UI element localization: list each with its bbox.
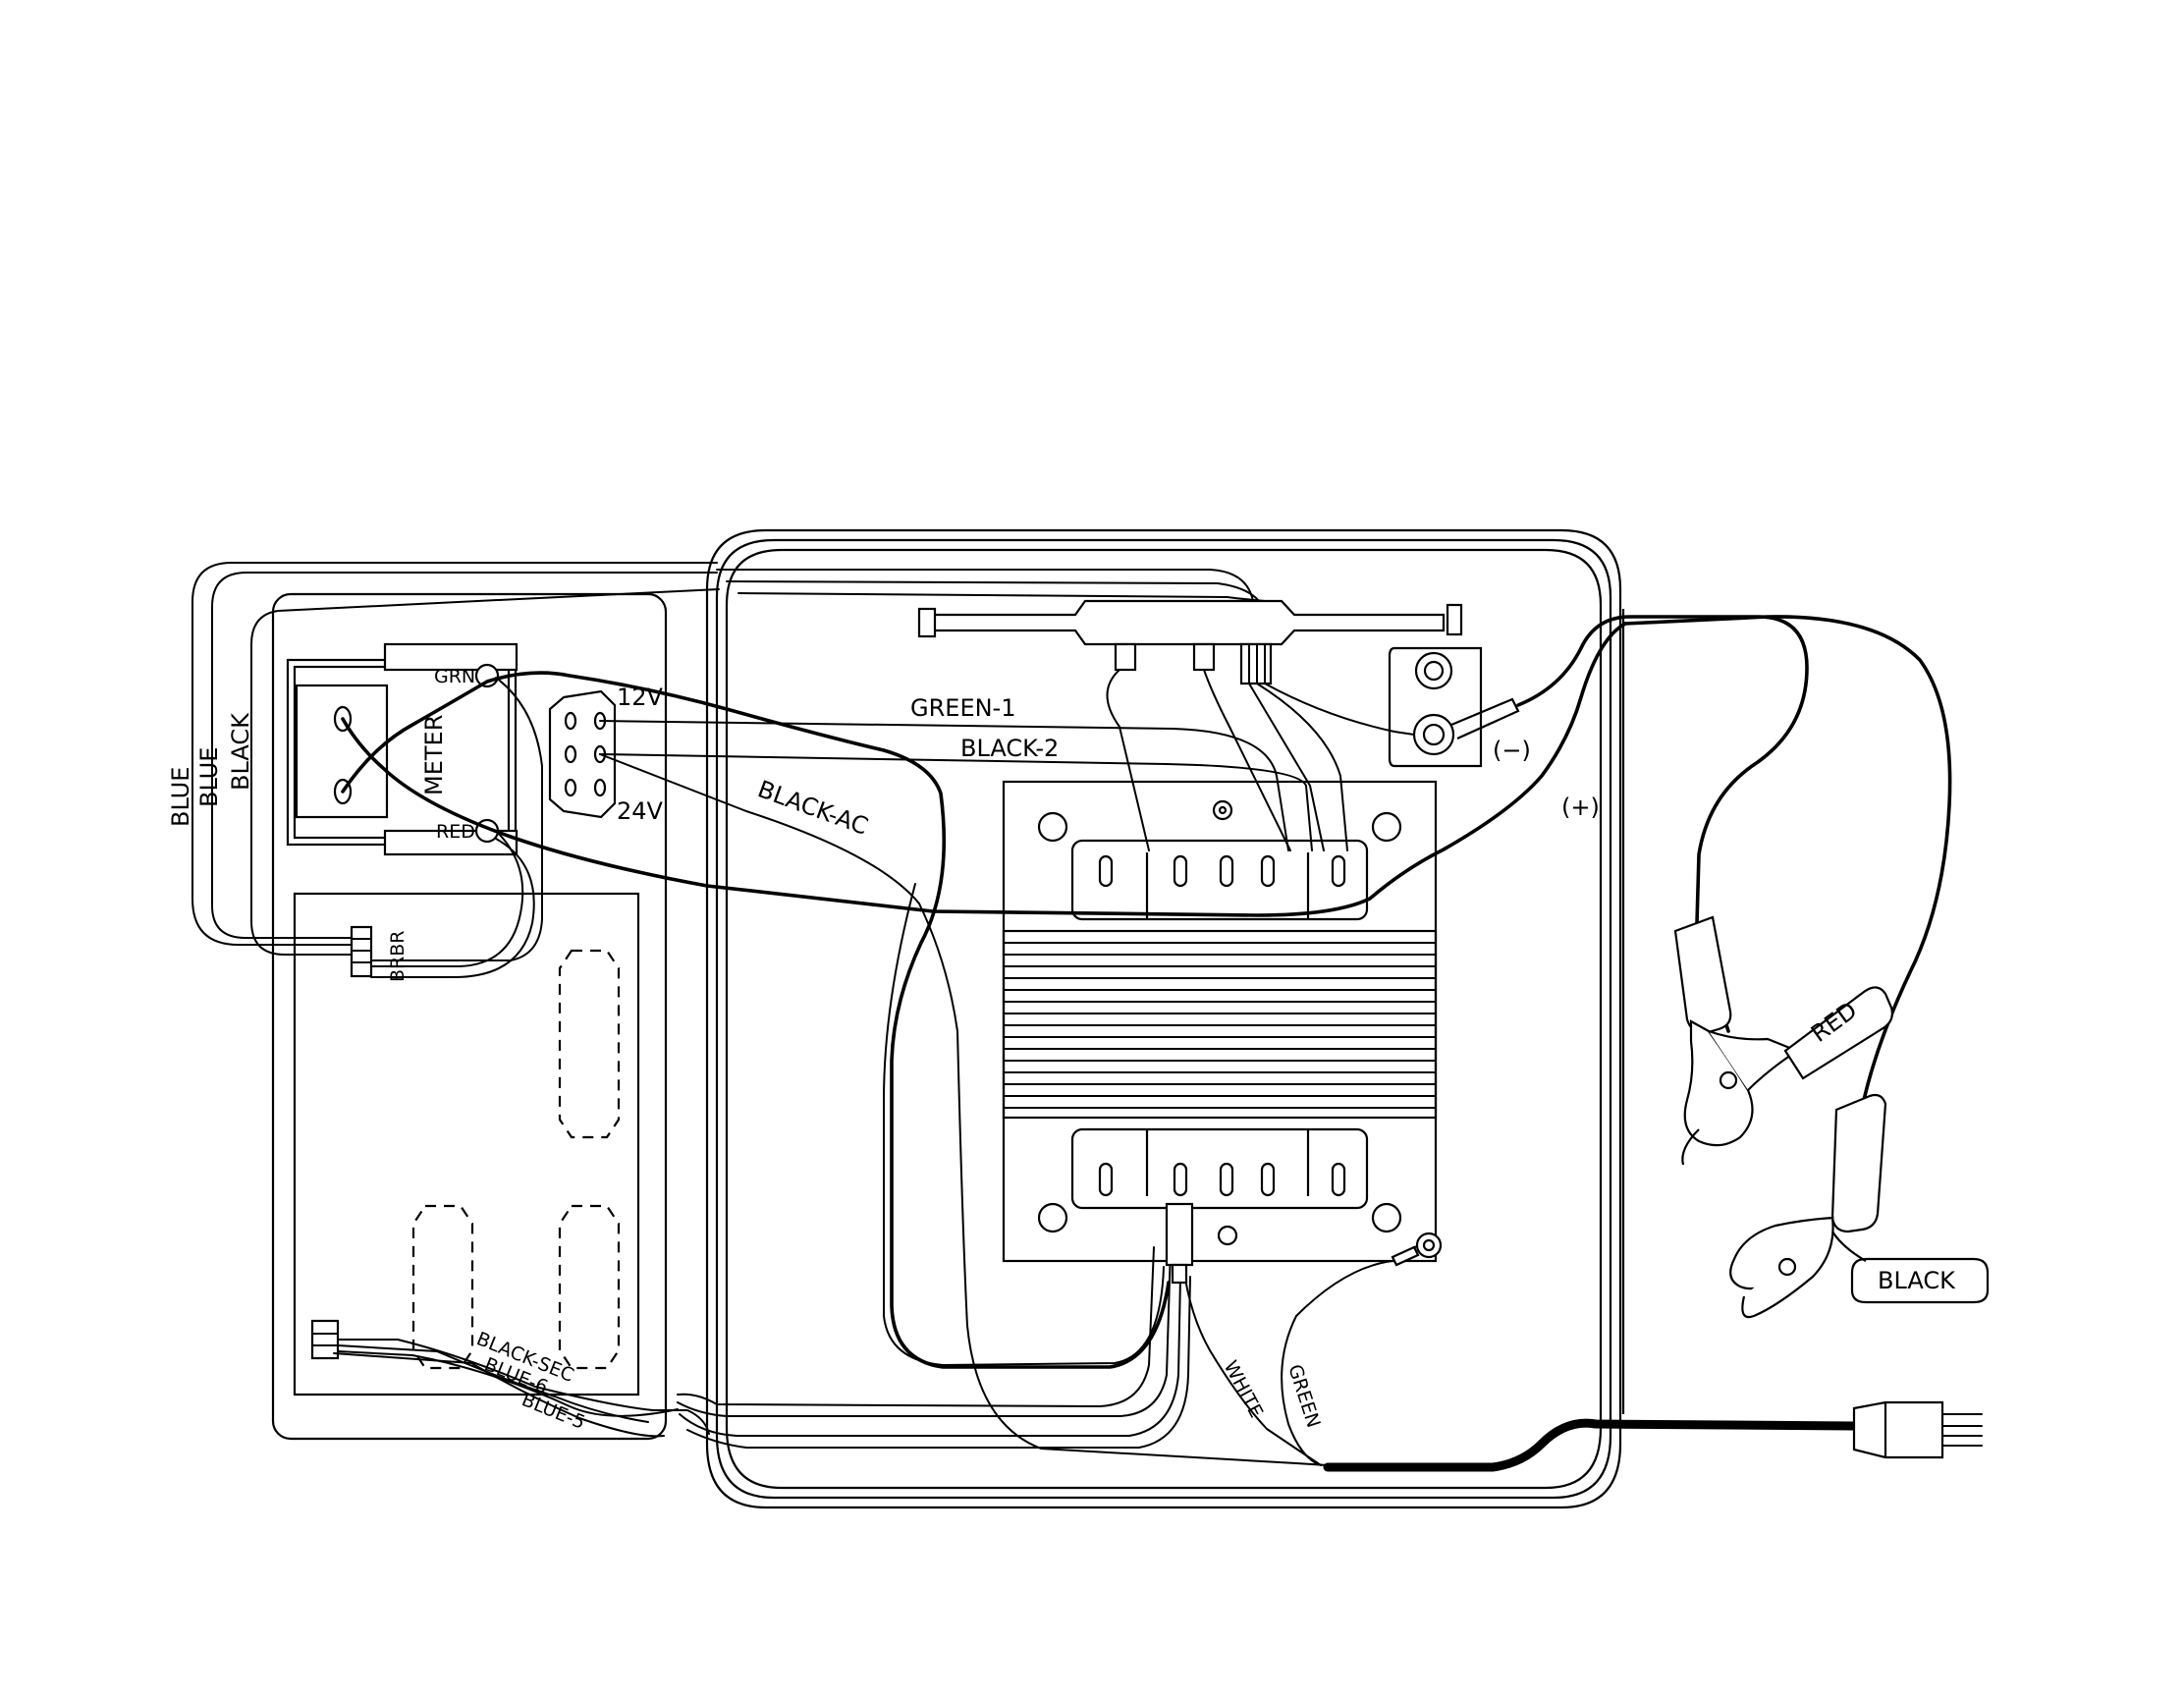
main-housing: [705, 528, 1625, 1509]
negative-terminal: [1388, 646, 1520, 768]
circuit-breaker-bracket: [917, 599, 1463, 685]
label-negative: (−): [1493, 737, 1531, 764]
red-clamp: [1673, 915, 1893, 1166]
label-brbr: BRBR: [387, 931, 409, 982]
label-12v: 12V: [617, 684, 664, 711]
label-green-1: GREEN-1: [910, 694, 1015, 722]
ac-plug: [1852, 1400, 1983, 1459]
label-meter: METER: [420, 715, 448, 795]
label-blue-2: BLUE: [195, 747, 223, 807]
transformer-laminations: [1003, 942, 1437, 1109]
label-positive: (+): [1561, 794, 1600, 821]
label-black: BLACK: [227, 712, 254, 791]
transformer: [1002, 780, 1438, 1263]
label-red-meter: RED: [436, 821, 475, 843]
label-24v: 24V: [617, 797, 664, 825]
wiring: [191, 562, 1425, 1466]
rectifier-outlines: [411, 949, 621, 1370]
ground-eyelet: [1165, 1202, 1443, 1285]
label-black-ac: BLACK-AC: [754, 775, 872, 840]
label-white: WHITE: [1220, 1357, 1268, 1421]
label-blue-1: BLUE: [167, 767, 194, 827]
label-black-clamp: BLACK: [1878, 1267, 1956, 1294]
black-clamp: [1729, 1093, 1990, 1319]
label-grn: GRN: [434, 666, 475, 687]
meter: [286, 642, 519, 856]
front-panel: [271, 592, 668, 1441]
label-black-2: BLACK-2: [960, 735, 1059, 762]
label-green: GREEN: [1283, 1362, 1324, 1431]
panel-connectors: [310, 925, 373, 1360]
